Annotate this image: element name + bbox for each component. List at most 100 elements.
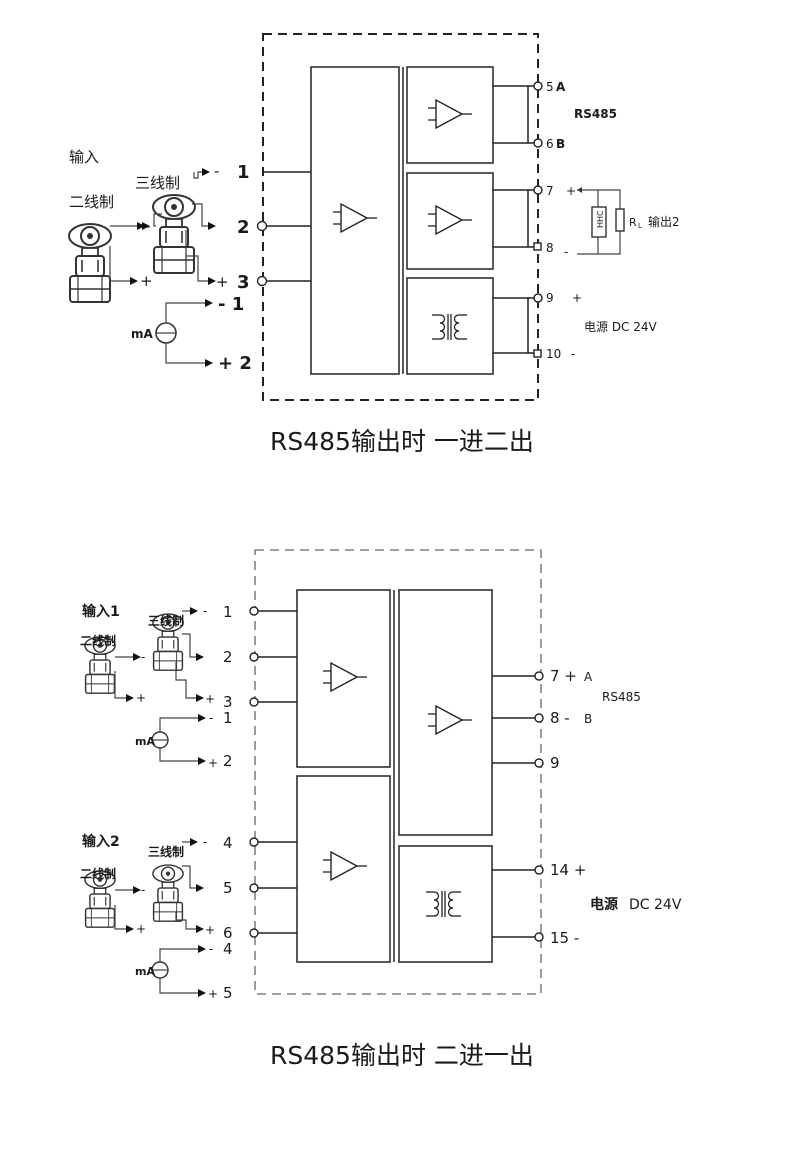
plus-sign: +: [136, 691, 146, 705]
out-terminal-8: 8: [546, 241, 554, 255]
diagram-1: [68, 33, 625, 401]
terminal-6[interactable]: [533, 138, 543, 148]
rs485-block-2: [398, 589, 493, 836]
terminal-6[interactable]: [249, 928, 259, 938]
rs485-block-1: [406, 66, 494, 164]
ma-terminal-label: 4: [223, 940, 233, 958]
rs485-tag-a: A: [584, 670, 593, 684]
diagram-2-caption: RS485输出时 二进一出: [270, 1041, 534, 1070]
terminal-9[interactable]: [534, 758, 544, 768]
output2-block-1: [406, 172, 494, 270]
terminal-7[interactable]: [533, 185, 543, 195]
plus-sign: +: [208, 756, 218, 770]
plus-sign: +: [205, 692, 215, 706]
input2-title: 输入2: [82, 833, 120, 850]
terminal-1[interactable]: [249, 606, 259, 616]
rs485-label: RS485: [602, 690, 641, 704]
terminal-label-6: 6: [223, 924, 233, 942]
terminal-8[interactable]: [533, 242, 542, 251]
terminal-3[interactable]: [256, 275, 268, 287]
power-label-bold: 电源: [590, 896, 618, 913]
output2-label: 输出2: [648, 214, 680, 229]
minus-sign: -: [214, 162, 219, 180]
input1-title: 输入1: [82, 603, 120, 620]
three-wire-label: 三线制: [148, 613, 184, 628]
power-label: 电源 DC 24V: [584, 320, 658, 334]
right-terminal-7: 7 +: [550, 667, 577, 685]
out-terminal-7: 7: [546, 184, 554, 198]
terminal-2[interactable]: [249, 652, 259, 662]
terminal-5[interactable]: [249, 883, 259, 893]
out-tag-b: B: [556, 137, 565, 151]
minus-sign: -: [141, 650, 145, 664]
diagram-1-caption: RS485输出时 一进二出: [270, 427, 534, 456]
module-frame-1: [262, 33, 539, 401]
input-title: 输入: [69, 148, 99, 166]
ma-terminal-plus: + 2: [218, 353, 252, 374]
out-tag-minus: -: [571, 347, 575, 361]
plus-sign: +: [216, 273, 229, 291]
amplifier-icon: [322, 851, 368, 881]
two-wire-label: 二线制: [80, 633, 116, 648]
terminal-3[interactable]: [249, 697, 259, 707]
transformer-icon: [425, 890, 462, 918]
rs485-tag-b: B: [584, 712, 592, 726]
transformer-icon: [431, 313, 468, 341]
amplifier-icon: [427, 205, 473, 235]
out-terminal-9: 9: [546, 291, 554, 305]
plus-sign: +: [208, 987, 218, 1001]
diagram-2: [84, 549, 544, 997]
ma-terminal-label: 5: [223, 984, 233, 1002]
minus-sign: -: [203, 835, 207, 849]
right-terminal-9: 9: [550, 754, 560, 772]
terminal-9[interactable]: [533, 293, 543, 303]
input1-block: [296, 589, 391, 768]
terminal-4[interactable]: [249, 837, 259, 847]
out-tag-a: A: [556, 80, 566, 94]
out-terminal-5: 5: [546, 80, 554, 94]
rl-label: R: [629, 216, 637, 229]
out-tag-plus: +: [572, 291, 582, 305]
two-wire-label: 二线制: [80, 866, 116, 881]
out-terminal-10: 10: [546, 347, 561, 361]
rs485-label: RS485: [574, 107, 617, 121]
terminal-8[interactable]: [534, 713, 544, 723]
minus-sign: -: [209, 711, 213, 725]
three-wire-label: 三线制: [135, 174, 180, 192]
terminal-2[interactable]: [256, 220, 268, 232]
terminal-label-4: 4: [223, 834, 233, 852]
two-wire-label: 二线制: [69, 193, 114, 211]
terminal-label-2: 2: [223, 648, 233, 666]
amplifier-icon: [322, 662, 368, 692]
terminal-label-3: 3: [237, 272, 250, 293]
ma-terminal-label: 1: [223, 709, 233, 727]
terminal-5[interactable]: [533, 81, 543, 91]
out-terminal-6: 6: [546, 137, 554, 151]
three-wire-transmitter-icon: [152, 194, 196, 274]
input2-block: [296, 775, 391, 963]
load-resistor: [615, 208, 625, 232]
power-block-2: [398, 845, 493, 963]
ma-label: mA: [135, 735, 155, 748]
amplifier-icon: [427, 705, 473, 735]
out-tag-plus: +: [566, 184, 576, 198]
ma-terminal-label: 2: [223, 752, 233, 770]
power-block-1: [406, 277, 494, 375]
terminal-15[interactable]: [534, 932, 544, 942]
terminal-label-1: 1: [237, 162, 250, 183]
terminal-label-5: 5: [223, 879, 233, 897]
ma-label: mA: [131, 327, 154, 341]
amplifier-icon: [427, 99, 473, 129]
terminal-label-3: 3: [223, 693, 233, 711]
amplifier-icon: [332, 203, 378, 233]
terminal-label-2: 2: [237, 217, 250, 238]
right-terminal-15: 15 -: [550, 929, 579, 947]
terminal-7[interactable]: [534, 671, 544, 681]
ma-terminal-minus: - 1: [218, 294, 244, 315]
terminal-10[interactable]: [533, 349, 542, 358]
module-frame-2: [254, 549, 542, 995]
plus-sign: +: [140, 272, 153, 290]
terminal-14[interactable]: [534, 865, 544, 875]
three-wire-label: 三线制: [148, 844, 184, 859]
